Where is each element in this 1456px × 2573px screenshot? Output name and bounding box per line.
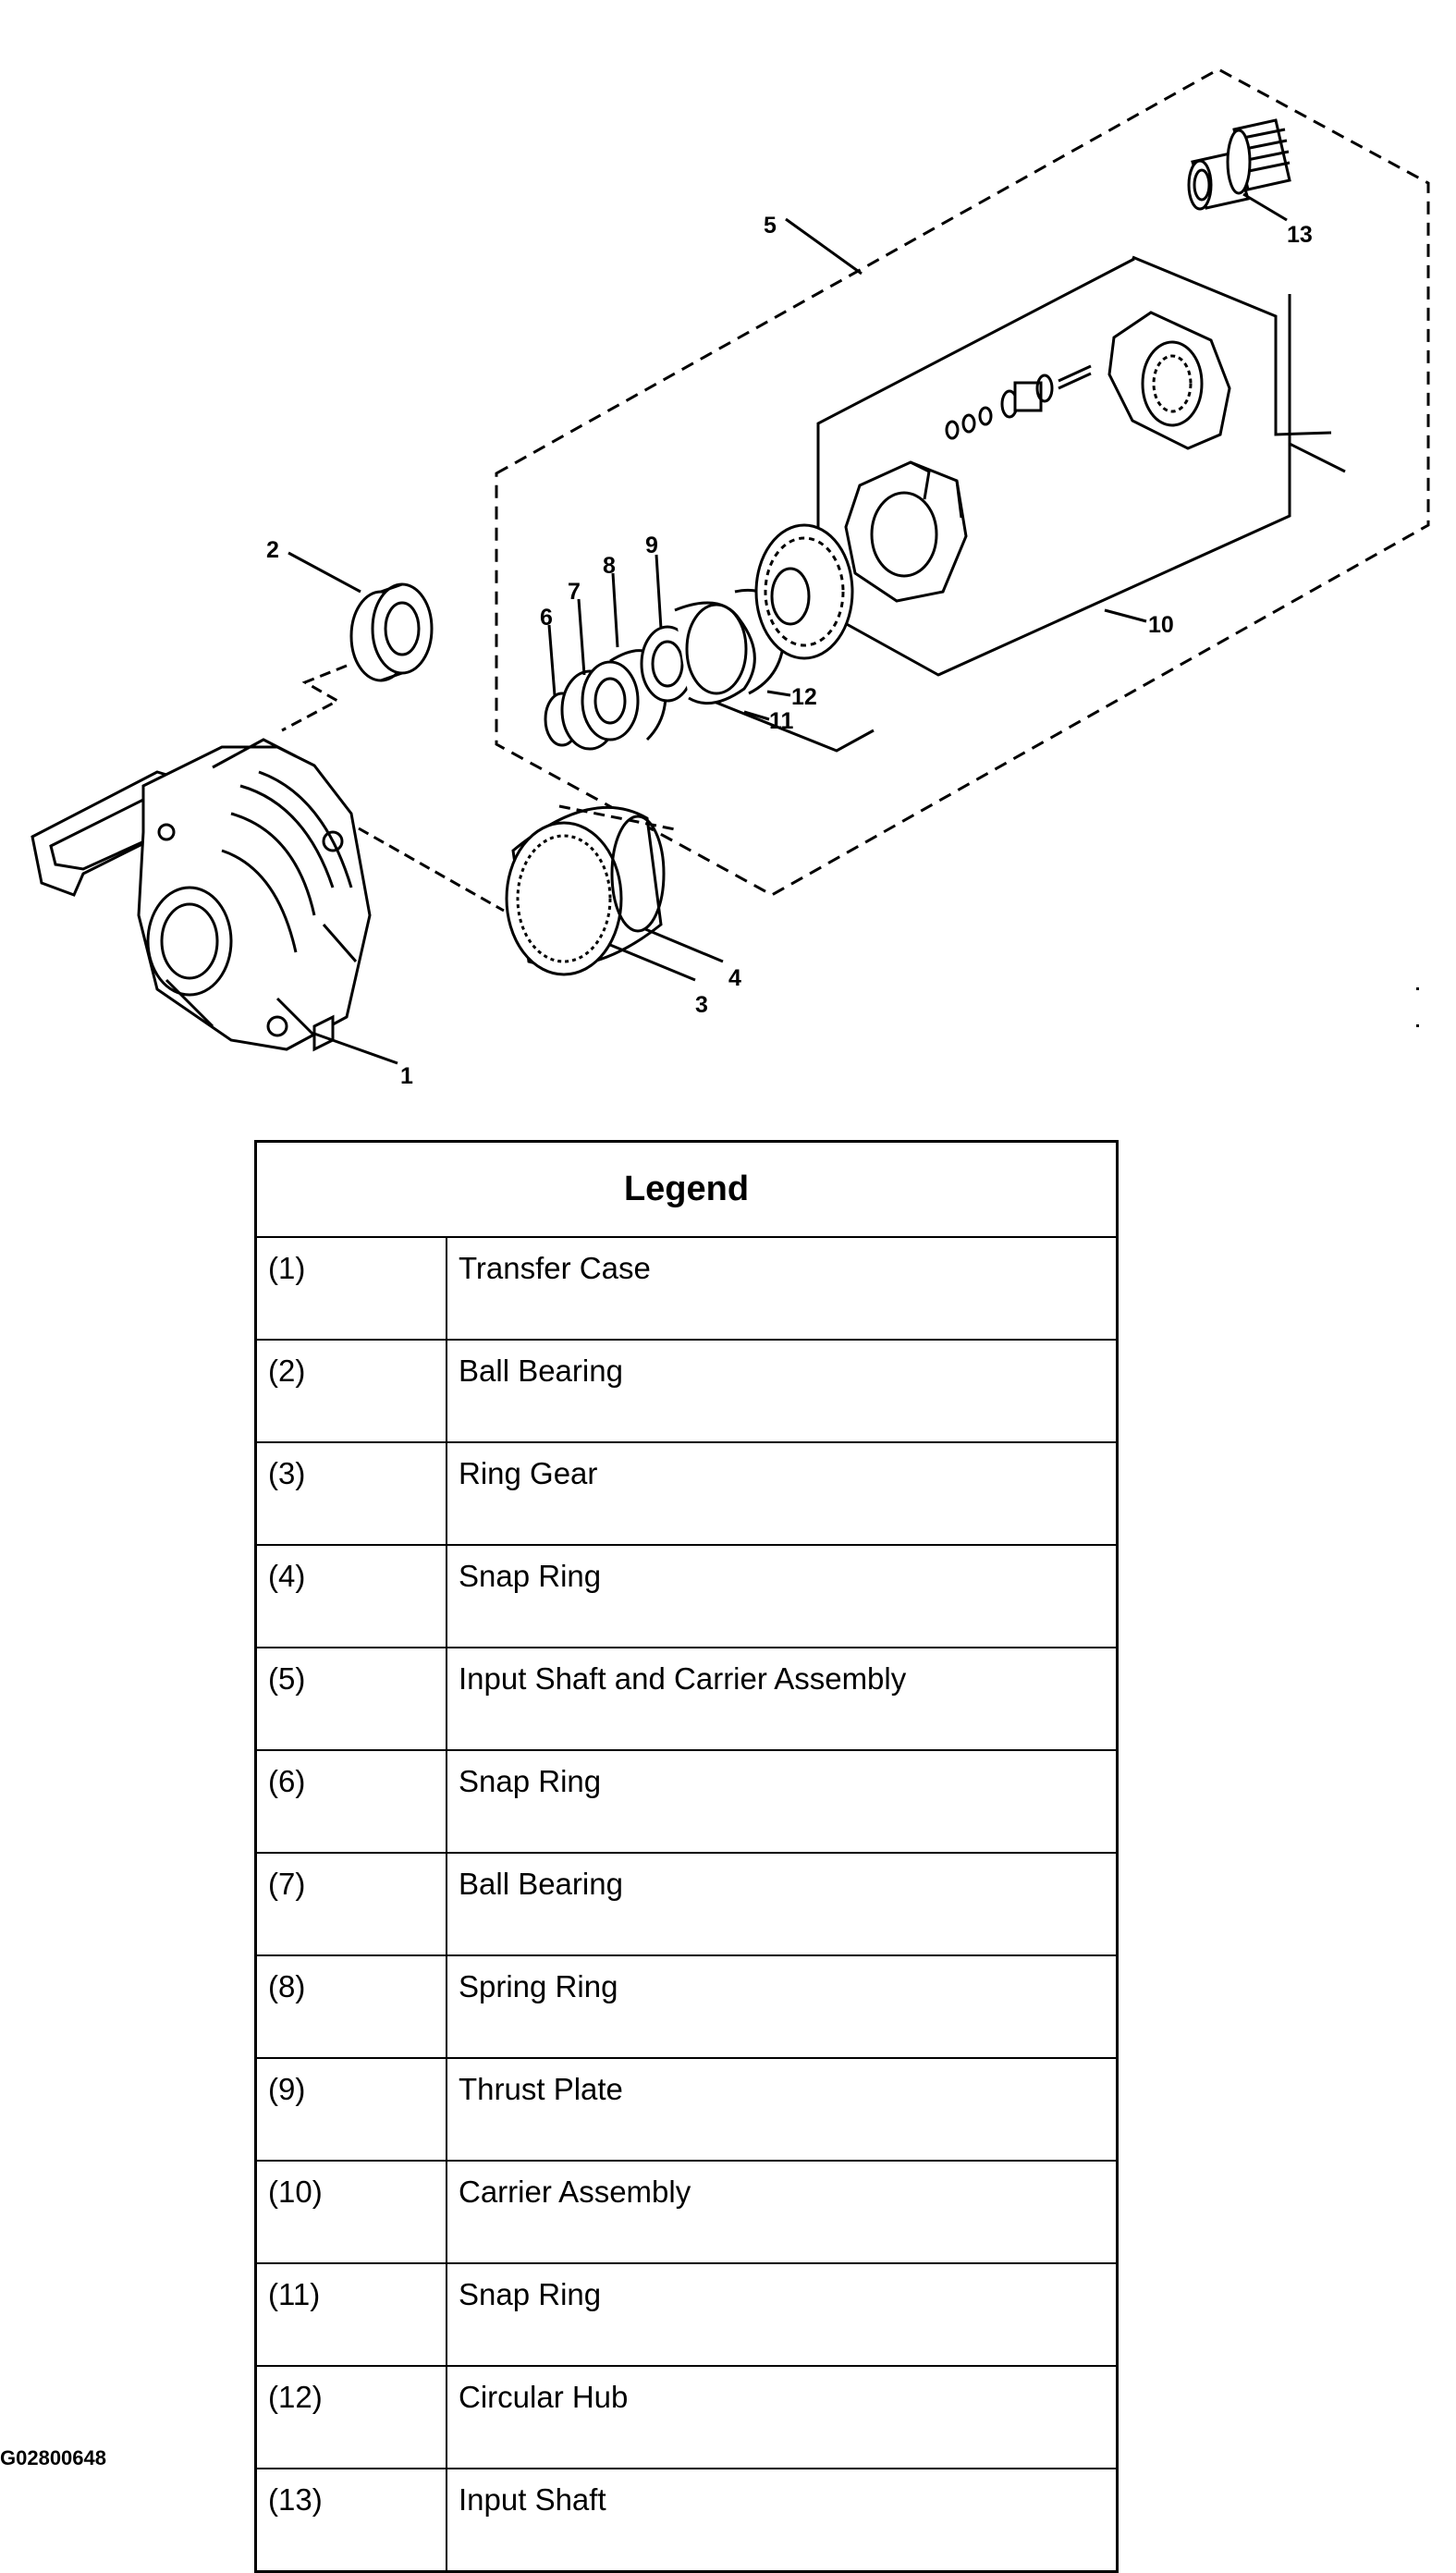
legend-row: (13)Input Shaft <box>255 2468 1118 2572</box>
legend-item-description: Spring Ring <box>447 1954 1118 2058</box>
legend-item-number: (7) <box>255 1852 447 1955</box>
figure-id: G02800648 <box>0 2446 106 2469</box>
legend-body: (1)Transfer Case(2)Ball Bearing(3)Ring G… <box>255 1236 1118 2572</box>
exploded-parts-diagram: 1 2 3 4 5 6 7 8 9 10 11 12 13 <box>31 67 1430 1089</box>
legend-table: Legend (1)Transfer Case(2)Ball Bearing(3… <box>254 1140 1119 2573</box>
legend-item-description: Snap Ring <box>447 1749 1118 1853</box>
ring-gear-part <box>505 805 666 976</box>
stray-mark <box>1416 987 1419 990</box>
callout-3: 3 <box>695 992 708 1018</box>
legend-item-number: (8) <box>255 1954 447 2058</box>
input-shaft-part <box>1187 118 1291 211</box>
legend-item-description: Transfer Case <box>447 1236 1118 1340</box>
callout-9: 9 <box>645 533 658 558</box>
planet-gear-part <box>754 523 854 660</box>
legend-item-number: (6) <box>255 1749 447 1853</box>
leader-lines <box>288 192 1288 1065</box>
pinion-pin-parts <box>945 364 1092 440</box>
callout-10: 10 <box>1148 612 1174 638</box>
legend-item-number: (3) <box>255 1441 447 1545</box>
callout-1: 1 <box>400 1063 413 1089</box>
carrier-plate-part <box>1107 311 1231 450</box>
transfer-case-part <box>31 738 372 1052</box>
legend-item-description: Ball Bearing <box>447 1852 1118 1955</box>
legend-row: (10)Carrier Assembly <box>255 2160 1118 2263</box>
legend-item-number: (5) <box>255 1647 447 1750</box>
legend-item-number: (9) <box>255 2057 447 2161</box>
legend-item-description: Snap Ring <box>447 1544 1118 1648</box>
legend-item-number: (12) <box>255 2365 447 2469</box>
hub-snapring-bracket <box>697 693 875 753</box>
ball-bearing-part <box>349 582 434 682</box>
callout-11: 11 <box>769 708 794 734</box>
legend-item-number: (1) <box>255 1236 447 1340</box>
legend-item-description: Snap Ring <box>447 2262 1118 2366</box>
carrier-housing-part <box>844 460 968 603</box>
legend-row: (3)Ring Gear <box>255 1441 1118 1545</box>
legend-item-description: Circular Hub <box>447 2365 1118 2469</box>
callout-12: 12 <box>791 684 817 710</box>
legend-item-number: (10) <box>255 2160 447 2263</box>
callout-6: 6 <box>540 605 553 631</box>
callout-13: 13 <box>1287 222 1313 248</box>
stray-mark <box>1416 1024 1419 1027</box>
legend-row: (8)Spring Ring <box>255 1954 1118 2058</box>
legend-row: (2)Ball Bearing <box>255 1339 1118 1442</box>
legend-item-number: (11) <box>255 2262 447 2366</box>
legend-row: (9)Thrust Plate <box>255 2057 1118 2161</box>
legend-item-description: Ring Gear <box>447 1441 1118 1545</box>
legend-row: (1)Transfer Case <box>255 1236 1118 1340</box>
legend-item-number: (2) <box>255 1339 447 1442</box>
callout-2: 2 <box>266 537 279 563</box>
legend-row: (12)Circular Hub <box>255 2365 1118 2469</box>
legend-row: (11)Snap Ring <box>255 2262 1118 2366</box>
carrier-assembly-bracket <box>816 257 1291 677</box>
callout-7: 7 <box>568 579 581 605</box>
legend-item-description: Input Shaft and Carrier Assembly <box>447 1647 1118 1750</box>
ball-bearing-7-part <box>560 660 640 751</box>
input-shaft-carrier-assembly-boundary <box>495 67 1430 897</box>
legend-title: Legend <box>255 1141 1118 1238</box>
legend-row: (5)Input Shaft and Carrier Assembly <box>255 1647 1118 1750</box>
legend-item-description: Carrier Assembly <box>447 2160 1118 2263</box>
legend-item-description: Ball Bearing <box>447 1339 1118 1442</box>
callout-8: 8 <box>603 553 616 579</box>
legend-item-description: Input Shaft <box>447 2468 1118 2572</box>
legend-row: (4)Snap Ring <box>255 1544 1118 1648</box>
carrier-assembly-bracket-top <box>1132 255 1332 436</box>
legend-row: (6)Snap Ring <box>255 1749 1118 1853</box>
callout-5: 5 <box>764 213 777 239</box>
legend-item-number: (13) <box>255 2468 447 2572</box>
callout-4: 4 <box>728 965 741 991</box>
legend-item-number: (4) <box>255 1544 447 1648</box>
legend-item-description: Thrust Plate <box>447 2057 1118 2161</box>
legend-row: (7)Ball Bearing <box>255 1852 1118 1955</box>
